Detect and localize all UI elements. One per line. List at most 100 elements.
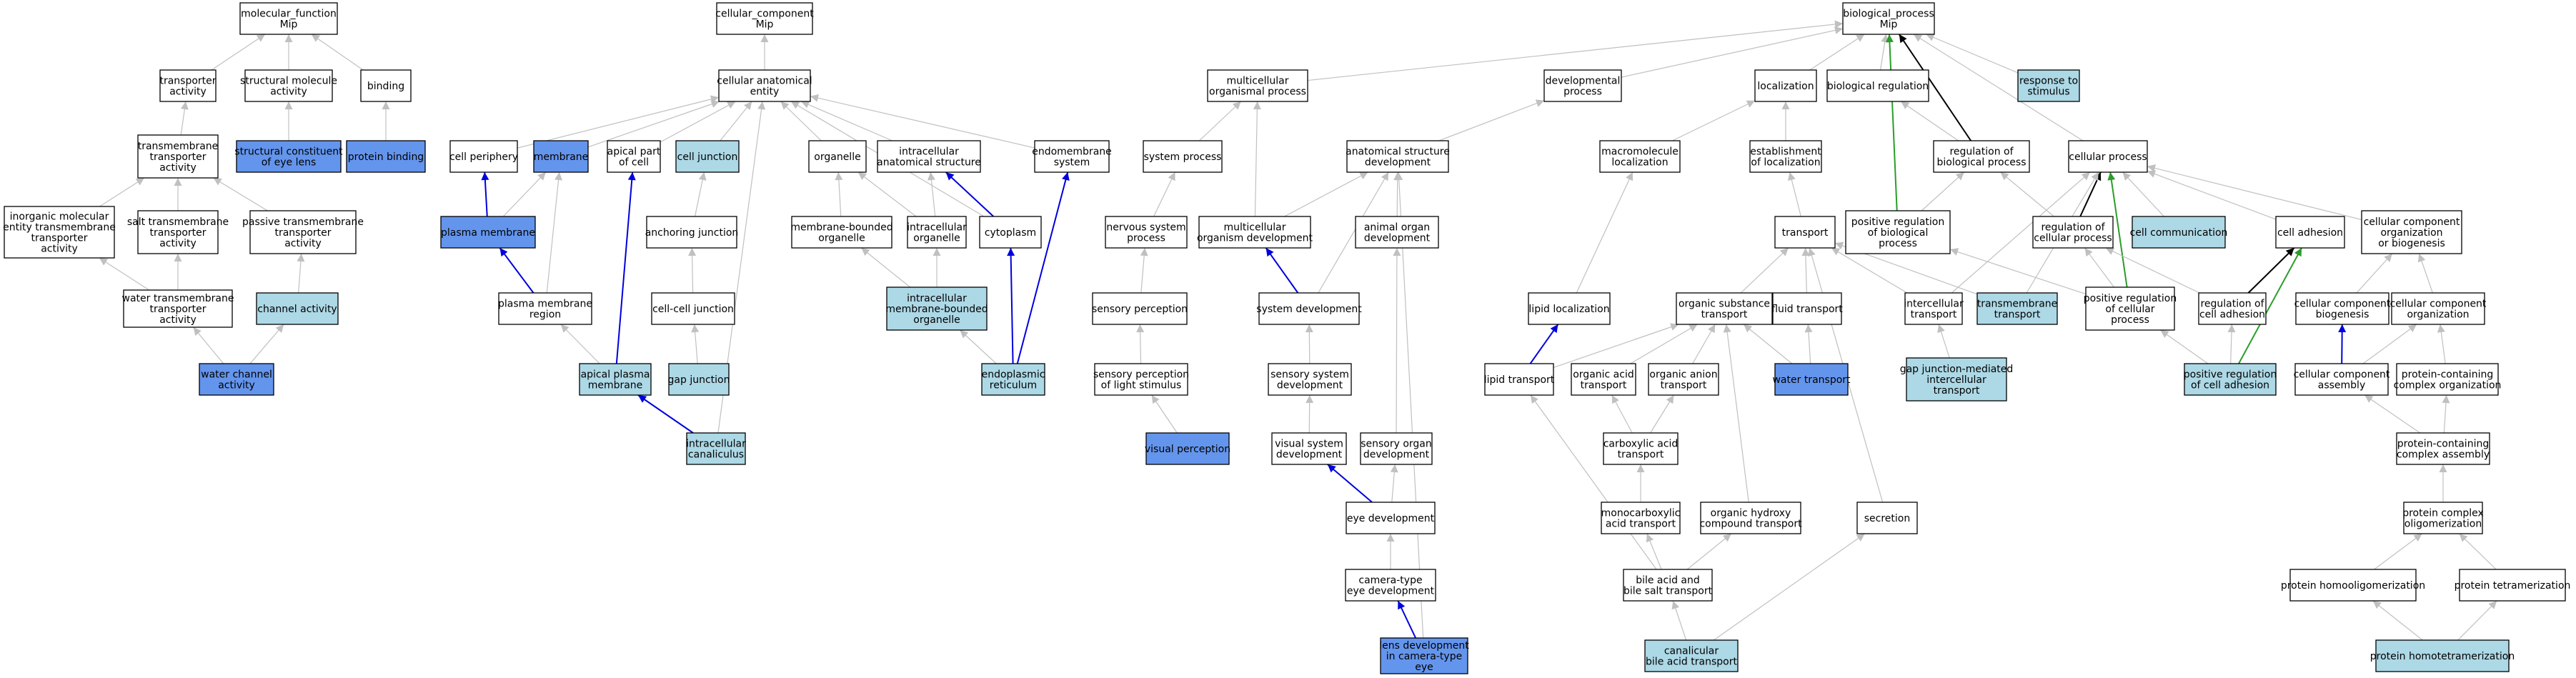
term-node[interactable]: gap junction <box>668 363 730 396</box>
term-node[interactable]: biological regulation <box>1826 69 1929 102</box>
term-node[interactable]: protein tetramerization <box>2455 569 2571 602</box>
term-node[interactable]: plasma membrane <box>440 216 536 249</box>
term-node[interactable]: protein homooligomerization <box>2281 569 2425 602</box>
edge-ed-to-sod <box>1390 464 1398 503</box>
term-node[interactable]: organelle <box>808 140 867 173</box>
edge-prca-to-rca <box>2227 324 2236 364</box>
term-node[interactable]: cell-cell junction <box>651 292 735 325</box>
term-box <box>877 140 981 173</box>
term-node[interactable]: localization <box>1754 69 1817 102</box>
term-node[interactable]: visual perception <box>1145 432 1230 465</box>
term-node[interactable]: cell communication <box>2130 216 2228 249</box>
term-node[interactable]: fluid transport <box>1771 292 1843 325</box>
term-node[interactable]: cytoplasm <box>979 216 1042 249</box>
term-node[interactable]: secretion <box>1856 502 1918 534</box>
term-label: nervous system <box>1106 222 1185 234</box>
term-node[interactable]: gap junction-mediatedintercellulartransp… <box>1900 357 2014 402</box>
term-node[interactable]: cell adhesion <box>2275 216 2345 249</box>
term-node[interactable]: channel activity <box>256 292 339 325</box>
term-node[interactable]: system development <box>1256 292 1362 325</box>
term-node[interactable]: system process <box>1143 140 1223 173</box>
term-node[interactable]: binding <box>360 69 412 102</box>
term-node[interactable]: cell periphery <box>449 140 518 173</box>
term-node[interactable]: transport <box>1774 216 1836 249</box>
term-node[interactable]: protein homotetramerization <box>2370 639 2515 672</box>
term-node[interactable]: cell junction <box>675 140 740 173</box>
term-node[interactable]: eye development <box>1346 502 1436 534</box>
edge-babst-to-mcat <box>1646 533 1662 570</box>
term-node[interactable]: lipid transport <box>1484 363 1555 396</box>
term-node[interactable]: lipid localization <box>1528 292 1611 325</box>
term-node[interactable]: membrane <box>533 140 589 173</box>
term-box <box>360 69 412 102</box>
term-node[interactable]: sensory perception <box>1092 292 1188 325</box>
term-node[interactable]: anchoring junction <box>645 216 739 249</box>
term-node[interactable]: water transport <box>1772 363 1851 396</box>
term-label: development <box>1364 233 1431 244</box>
term-node[interactable]: protein binding <box>346 140 426 173</box>
term-node[interactable]: cellular process <box>2068 140 2148 173</box>
